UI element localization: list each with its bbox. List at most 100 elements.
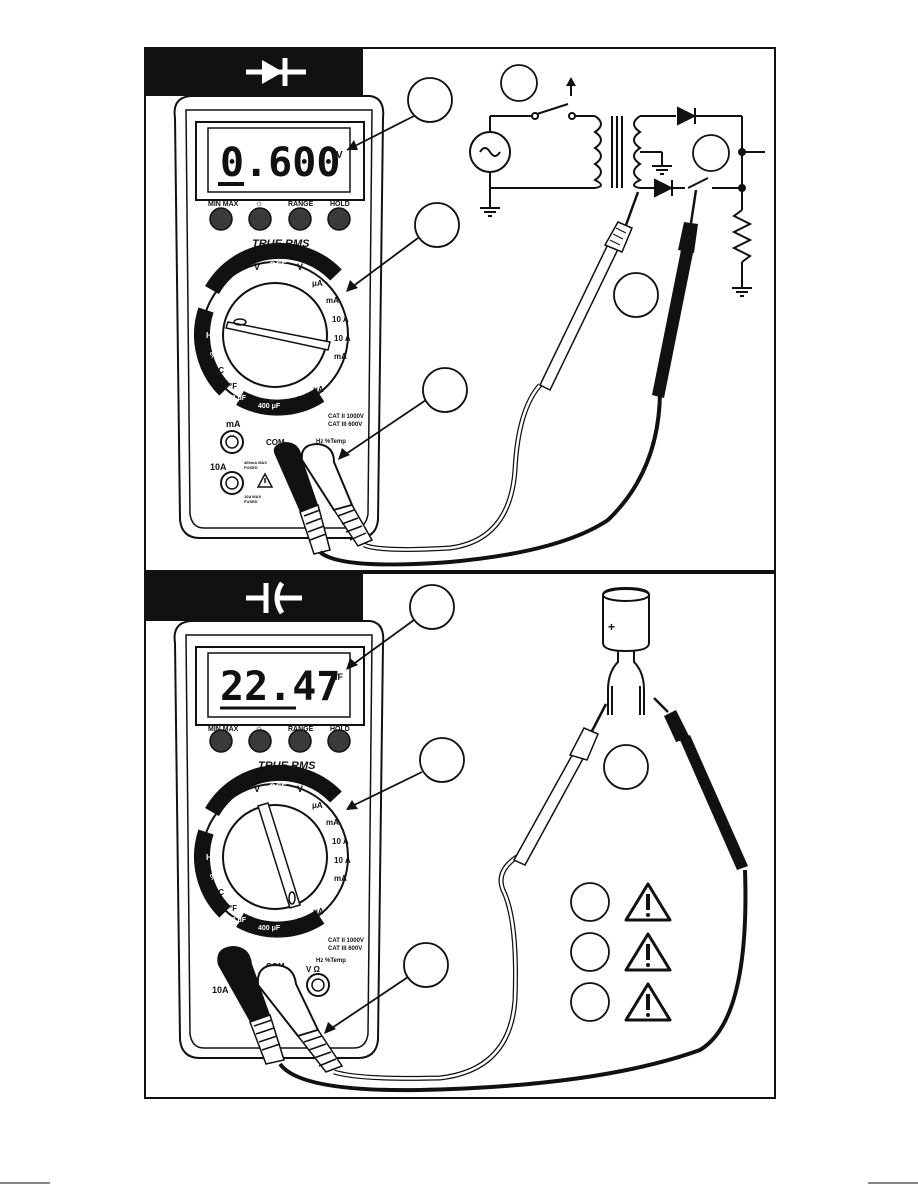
black-test-plug: [273, 442, 331, 555]
dial-off-label: OFF: [269, 260, 287, 270]
display-unit: μF: [332, 672, 344, 682]
dial-vac-label: V: [254, 784, 260, 794]
range-button[interactable]: [288, 729, 312, 753]
dial-ohm-label: Ω: [235, 275, 242, 285]
dial-ua-label: μA: [312, 279, 323, 288]
bargraph: [218, 182, 244, 186]
dial-40uf-label: 40 μF: [296, 396, 315, 403]
dial-ua-ac-label: μA: [313, 385, 324, 394]
black-lead-wire: [318, 389, 662, 567]
button-row: MIN MAX ☼ RANGE HOLD: [208, 723, 351, 753]
min-max-button[interactable]: [209, 207, 233, 231]
callout-5: [500, 64, 538, 102]
warning-list: [570, 882, 672, 1022]
panel-capacitance-test: 22.47 μF MIN MAX ☼ RANGE HOLD TRUE RMS: [144, 572, 776, 1099]
jack-hz-label: Hz %Temp: [316, 958, 346, 964]
capacitor-component: +: [602, 586, 650, 715]
display-unit: V: [336, 150, 343, 161]
dial-pct-label: %: [210, 873, 217, 882]
backlight-button[interactable]: [248, 207, 272, 231]
jack-v-label: V Ω: [306, 965, 321, 974]
callout-warning-3: [570, 982, 610, 1022]
dial-ma-ac-label: mA: [334, 352, 347, 361]
dial-c-label: °C: [215, 366, 224, 375]
dial-vdc-label: V: [297, 784, 303, 794]
warning-triangle-icon: [256, 472, 274, 488]
dial-ma-label: mA: [326, 296, 339, 305]
black-lead-wire: [278, 869, 748, 1093]
cat-rating-1: CAT II 1000V: [328, 414, 364, 420]
hold-button[interactable]: [327, 207, 351, 231]
cat-rating-2: CAT III 600V: [328, 422, 362, 428]
rotary-dial[interactable]: OFF V V Ω μA mA 10 A 10 A mA μA 40 μF 40…: [194, 764, 351, 938]
jack-ma-label: mA: [226, 419, 241, 429]
range-label: RANGE: [288, 201, 314, 208]
capacitor-symbol-icon: [246, 581, 302, 615]
dial-ua-ac-label: μA: [313, 907, 324, 916]
fuse-ma-1: 400mA MAX: [244, 460, 267, 465]
callout-2: [419, 737, 465, 783]
dial-off-label: OFF: [269, 782, 287, 792]
hold-label: HOLD: [330, 201, 350, 208]
black-probe: [652, 189, 698, 398]
dial-pct-label: %: [210, 351, 217, 360]
warning-triangle-icon: [624, 882, 672, 922]
callout-1: [409, 584, 455, 630]
dial-10a-ac-label: 10 A: [334, 856, 351, 865]
dial-hz-label: Hz: [206, 331, 216, 340]
jack-com-label: COM: [266, 438, 285, 447]
fuse-10a-2: FUSED: [244, 499, 258, 504]
dial-c-label: °C: [215, 888, 224, 897]
cat-rating-2: CAT III 600V: [328, 946, 362, 952]
callout-3: [403, 942, 449, 988]
callout-4: [613, 272, 659, 318]
dial-f-label: °F: [229, 382, 237, 391]
dial-vac-label: V: [254, 262, 260, 272]
input-jacks: mA 10A COM Hz %Temp CAT II 1000V CAT III…: [210, 414, 364, 504]
callout-warning-2: [570, 932, 610, 972]
dial-pointer[interactable]: [257, 802, 301, 909]
circuit-schematic: [469, 77, 765, 297]
min-max-button[interactable]: [209, 729, 233, 753]
svg-text:+: +: [608, 620, 615, 634]
dial-10a-dc-label: 10 A: [332, 837, 349, 846]
warning-triangle-icon: [624, 932, 672, 972]
dial-ma-ac-label: mA: [334, 874, 347, 883]
callout-warning-1: [570, 882, 610, 922]
up-arrow-icon: [566, 77, 576, 86]
diode-bottom-icon: [654, 178, 674, 198]
multimeter: 22.47 μF MIN MAX ☼ RANGE HOLD TRUE RMS: [173, 620, 385, 1073]
backlight-button[interactable]: [248, 729, 272, 753]
warning-triangle-icon: [624, 982, 672, 1022]
backlight-label: ☼: [255, 723, 263, 733]
black-probe: [653, 697, 748, 870]
fuse-10a-1: 10A MAX: [244, 494, 262, 499]
hold-button[interactable]: [327, 729, 351, 753]
resistor-icon: [731, 209, 753, 263]
multimeter: 0.600 V MIN MAX ☼ RANGE HOLD TRUE RMS: [173, 95, 385, 555]
backlight-label: ☼: [255, 198, 263, 208]
callout-4: [603, 744, 649, 790]
range-button[interactable]: [288, 207, 312, 231]
display-reading: 22.47: [220, 664, 340, 710]
dial-hz-label: Hz: [206, 853, 216, 862]
dial-ua-label: μA: [312, 801, 323, 810]
diode-symbol-icon: [246, 58, 306, 86]
button-row: MIN MAX ☼ RANGE HOLD: [208, 198, 351, 231]
rotary-dial[interactable]: OFF V V Ω μA mA 10 A 10 A mA μA 40 μF 40…: [194, 242, 351, 416]
dial-ma-label: mA: [326, 818, 339, 827]
min-max-label: MIN MAX: [208, 201, 239, 208]
red-probe: [512, 703, 608, 866]
dial-pointer[interactable]: [225, 321, 331, 351]
callout-2: [414, 202, 460, 248]
dial-400uf-label: 400 μF: [258, 925, 281, 932]
red-probe: [539, 191, 640, 392]
jack-hz-label: Hz %Temp: [316, 439, 346, 445]
dial-40uf-label: 40 μF: [296, 918, 315, 925]
jack-10a-label: 10A: [210, 462, 227, 472]
callout-3: [422, 367, 468, 413]
callout-1: [407, 77, 453, 123]
dial-400uf-label: 400 μF: [258, 403, 281, 410]
black-test-plug: [217, 946, 285, 1065]
